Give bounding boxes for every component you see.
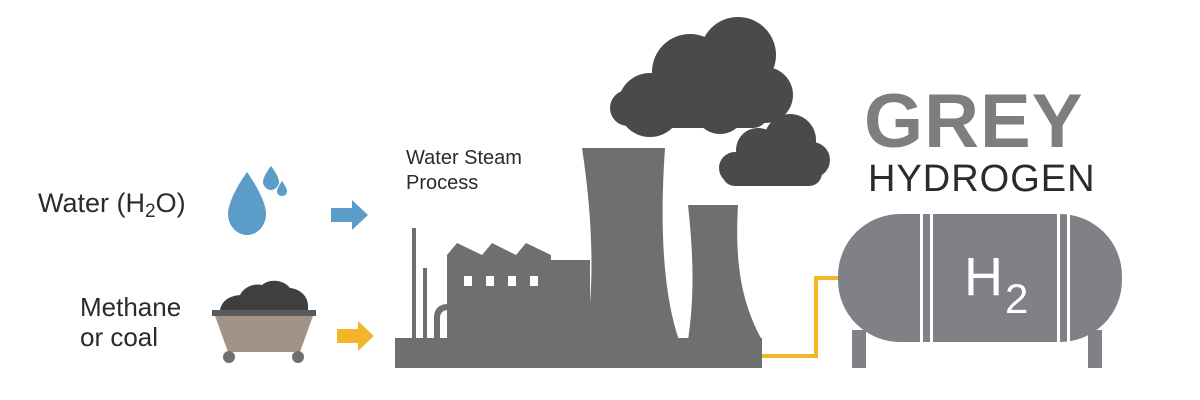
factory-icon [395, 148, 762, 368]
tank-symbol: H2 [964, 247, 1029, 322]
coal-cart-icon [212, 280, 316, 363]
factory-windows [464, 276, 538, 286]
arrow-right-icon [337, 321, 374, 351]
water-drop-icon [228, 166, 287, 235]
hydrogen-tank-icon [838, 214, 1122, 368]
smoke-cloud-icon [610, 17, 793, 137]
smoke-cloud-icon [719, 114, 830, 186]
methane-input-label: Methane or coal [80, 292, 182, 352]
title-grey: GREY [864, 79, 1084, 164]
hydrogen-pipe [762, 276, 840, 358]
arrow-right-icon [331, 200, 368, 230]
process-label: Water Steam Process [406, 147, 522, 194]
water-input-label: Water (H2O) [38, 188, 186, 222]
title-hydrogen: HYDROGEN [868, 158, 1096, 200]
